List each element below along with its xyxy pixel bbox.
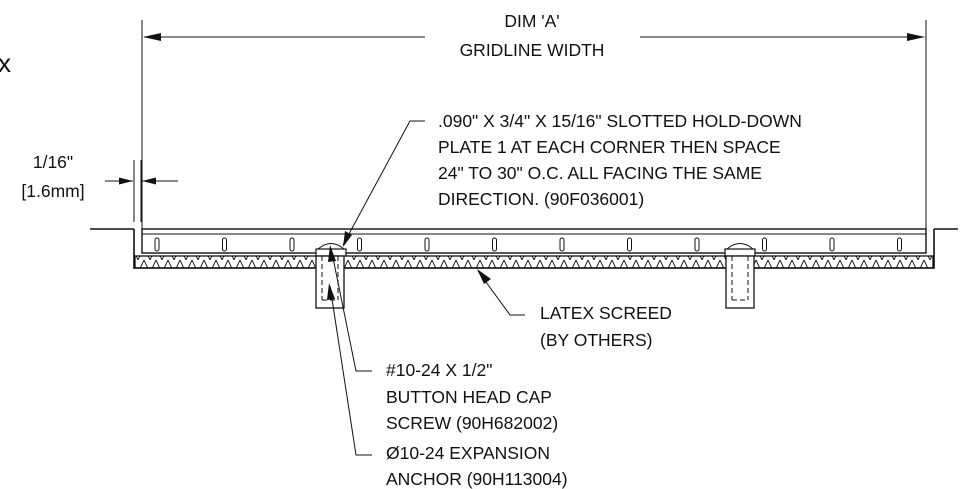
gap-label-line2: [1.6mm] <box>21 181 84 201</box>
gridline-width-dimension: DIM 'A' GRIDLINE WIDTH <box>141 11 927 234</box>
grating-bar <box>154 237 160 252</box>
grating-bar <box>559 237 565 252</box>
latex-screed-layer <box>134 255 934 269</box>
hold-down-line1: .090" X 3/4" X 15/16" SLOTTED HOLD-DOWN <box>438 111 802 131</box>
dimension-label-line1: DIM 'A' <box>504 11 559 31</box>
anchor-assembly-right <box>724 243 756 309</box>
expansion-anchor <box>315 255 345 309</box>
screed-arrow <box>477 269 491 284</box>
screw-note: #10-24 X 1/2" BUTTON HEAD CAP SCREW (90H… <box>328 245 558 433</box>
dimension-arrow-left <box>143 33 161 41</box>
gap-arrow-right <box>142 177 156 185</box>
grating-bars <box>154 237 902 252</box>
screw-arrow <box>328 245 336 262</box>
screw-leader <box>330 247 372 372</box>
grating-bar <box>762 237 767 252</box>
screw-line1: #10-24 X 1/2" <box>386 360 492 380</box>
screed-note: LATEX SCREED (BY OTHERS) <box>477 269 672 350</box>
button-head-cap-screw <box>317 243 345 250</box>
grating-bar <box>829 237 835 252</box>
edge-fragment: x <box>0 48 11 78</box>
anchor-note: Ø10-24 EXPANSION ANCHOR (90H113004) <box>327 283 568 489</box>
screed-line1: LATEX SCREED <box>540 303 672 323</box>
hold-down-line3: 24" TO 30" O.C. ALL FACING THE SAME <box>438 163 762 183</box>
screed-leader <box>477 270 525 316</box>
screed-line2: (BY OTHERS) <box>540 330 652 350</box>
grating-bar <box>627 237 632 252</box>
anchor-leader <box>329 285 372 456</box>
grating-outline <box>141 228 927 254</box>
dimension-label-line2: GRIDLINE WIDTH <box>460 40 605 60</box>
anchor-line1: Ø10-24 EXPANSION <box>386 443 550 463</box>
grating-bar <box>492 237 497 252</box>
button-head-cap-screw <box>726 243 754 250</box>
gap-arrow-left <box>119 177 133 185</box>
gap-dimension: 1/16" [1.6mm] <box>21 152 178 222</box>
dimension-arrow-right <box>907 33 925 41</box>
hold-down-leader <box>342 120 425 246</box>
hold-down-plate <box>724 248 756 257</box>
anchor-line2: ANCHOR (90H113004) <box>386 469 568 489</box>
grating-bar <box>694 237 700 252</box>
grating-panel <box>141 228 927 254</box>
grating-bar <box>897 237 902 252</box>
screw-line2: BUTTON HEAD CAP <box>386 387 552 407</box>
hold-down-note: .090" X 3/4" X 15/16" SLOTTED HOLD-DOWN … <box>342 111 802 247</box>
expansion-anchor <box>725 255 755 309</box>
hold-down-line4: DIRECTION. (90F036001) <box>438 189 644 209</box>
anchor-arrow <box>327 283 335 300</box>
hold-down-line2: PLATE 1 AT EACH CORNER THEN SPACE <box>438 137 781 157</box>
grating-bar <box>289 237 295 252</box>
grating-bar <box>222 237 227 252</box>
gap-label-line1: 1/16" <box>33 152 73 172</box>
grating-bar <box>357 237 362 252</box>
hold-down-arrow <box>343 231 352 247</box>
screw-line3: SCREW (90H682002) <box>386 413 558 433</box>
grating-bar <box>424 237 430 252</box>
